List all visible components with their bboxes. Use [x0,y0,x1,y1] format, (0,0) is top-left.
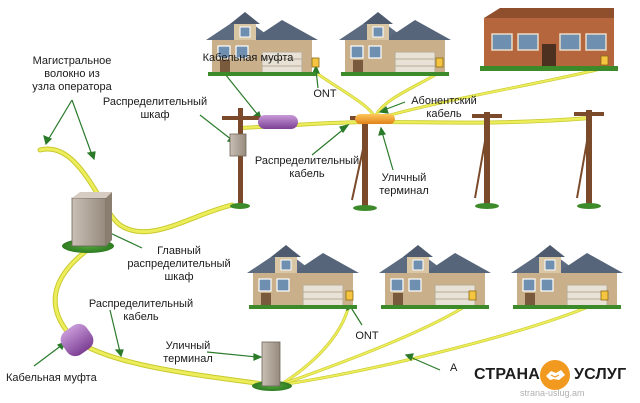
house-icon [338,11,452,77]
utility-pole-icon [472,112,502,209]
utility-pole-icon [222,108,260,209]
coupling-icon [60,323,94,357]
ont-box [311,55,609,301]
label-cable-coupling-top: Кабельная муфта [202,52,294,64]
label-street-terminal-bottom: Уличный терминал [163,340,213,365]
terminal-icon [252,341,292,391]
coupling-icon [258,115,298,129]
label-subscriber-cable: Абонентский кабель [411,95,477,120]
cabinet-icon [229,133,247,157]
label-ont-top: ONT [313,88,337,100]
house-icon [246,244,360,310]
pointer-lines [33,64,441,371]
main-cabinet-icon [62,192,114,253]
house-icon [205,11,319,77]
label-street-terminal-top: Уличный терминал [379,172,429,197]
brand-logo: СТРАНА УСЛУГ [474,360,636,394]
label-distribution-cabinet: Распределительный шкаф [102,96,208,121]
label-distribution-cable-bottom: Распределительный кабель [88,298,194,323]
terminal-icon [355,114,395,124]
label-backbone-fiber: Магистральное волокно из узла оператора [32,55,112,93]
handshake-icon [540,360,570,390]
label-distribution-cable-top: Распределительный кабель [254,155,360,180]
label-subscriber-partial: А [450,362,458,374]
watermark-text: strana-uslug.am [520,388,585,398]
label-cable-coupling-bottom: Кабельная муфта [6,372,97,384]
utility-pole-icon [574,110,604,209]
brand-left-word: СТРАНА [474,366,541,383]
brick-building-icon [480,8,618,71]
brand-right-word: УСЛУГ [574,366,627,383]
label-ont-bottom: ONT [355,330,379,342]
label-main-distribution-cabinet: Главный распределительный шкаф [127,245,231,283]
